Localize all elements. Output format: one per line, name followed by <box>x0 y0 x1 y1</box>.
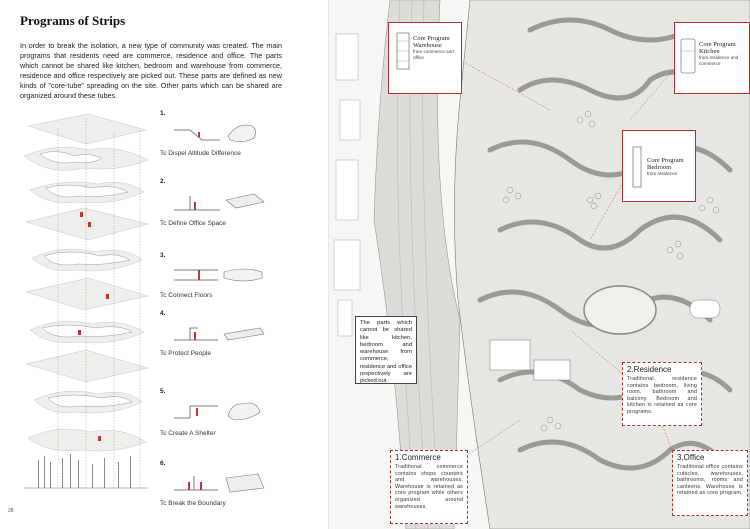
step-3: 3. Tc Connect Floors <box>160 252 270 299</box>
city-blocks <box>333 33 361 337</box>
sports-track <box>583 285 657 335</box>
core-tube-icon <box>680 38 696 74</box>
exploded-axonometric-diagram <box>23 113 149 489</box>
layer-8 <box>25 349 149 383</box>
ground-trees <box>38 454 131 488</box>
step-5-label: Tc Create A Shelter <box>160 430 216 437</box>
step-3-label: Tc Connect Floors <box>160 292 213 299</box>
layer-6 <box>25 277 149 311</box>
building-blocks <box>489 299 721 381</box>
page-number: 28 <box>8 508 14 514</box>
step-4-diagram <box>174 327 265 341</box>
core-callout-bedroom: Core Program Bedroom from residence <box>622 130 696 202</box>
step-6-label: Tc Break the Boundary <box>160 500 226 507</box>
layer-1 <box>27 113 147 145</box>
step-4: 4. Tc Protect People <box>160 310 270 357</box>
step-3-diagram <box>174 268 263 282</box>
intro-paragraph: In order to break the isolation, a new t… <box>20 41 282 100</box>
step-5: 5. Tc Create A Shelter <box>160 388 270 437</box>
core-markers <box>78 212 109 441</box>
program-box-commerce: 1.Commerce Traditional commerce contains… <box>390 450 468 524</box>
step-6: 6. Tc Break the Boundary <box>160 460 270 507</box>
step-2-label: Tc Define Office Space <box>160 220 226 227</box>
core-callout-warehouse: Core Program Warehouse from commerce and… <box>388 22 462 94</box>
steps-list: 1. Tc Dispel Altitude Difference 2. Tc D… <box>160 108 270 508</box>
left-page: Programs of Strips In order to break the… <box>0 0 330 529</box>
core-tube-icon <box>396 32 410 70</box>
step-1: 1. Tc Dispel Altitude Difference <box>160 110 270 157</box>
right-page: Core Program Warehouse from commerce and… <box>330 0 750 529</box>
program-box-office: 3.Office Traditional office contains cub… <box>672 450 748 516</box>
strip-forms <box>39 151 133 408</box>
step-5-diagram <box>174 402 261 421</box>
note-box: The parts which cannot be shared like ki… <box>355 316 417 384</box>
river-band <box>373 0 461 529</box>
step-1-label: Tc Dispel Altitude Difference <box>160 150 241 157</box>
core-callout-kitchen: Core Program Kitchen from residence and … <box>674 22 750 94</box>
vertical-guides <box>57 118 141 488</box>
step-4-label: Tc Protect People <box>160 350 211 357</box>
tree-clusters <box>502 110 720 432</box>
program-box-residence: 2.Residence Traditional residence contai… <box>622 362 702 426</box>
page-title: Programs of Strips <box>20 13 126 28</box>
layer-4 <box>25 207 149 241</box>
step-2: 2. Tc Define Office Space <box>160 178 270 227</box>
step-1-diagram <box>174 124 256 142</box>
core-tube-icon <box>632 146 642 188</box>
step-6-diagram <box>174 473 265 493</box>
layer-10 <box>27 428 147 452</box>
step-2-diagram <box>174 193 265 211</box>
